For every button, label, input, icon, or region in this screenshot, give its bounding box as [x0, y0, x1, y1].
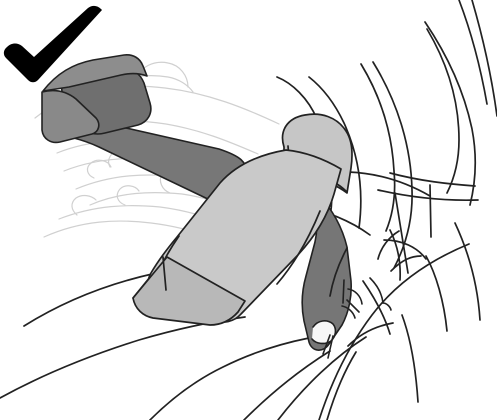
car-seat-belt-illustration — [0, 0, 497, 420]
illustration-canvas — [0, 0, 497, 420]
